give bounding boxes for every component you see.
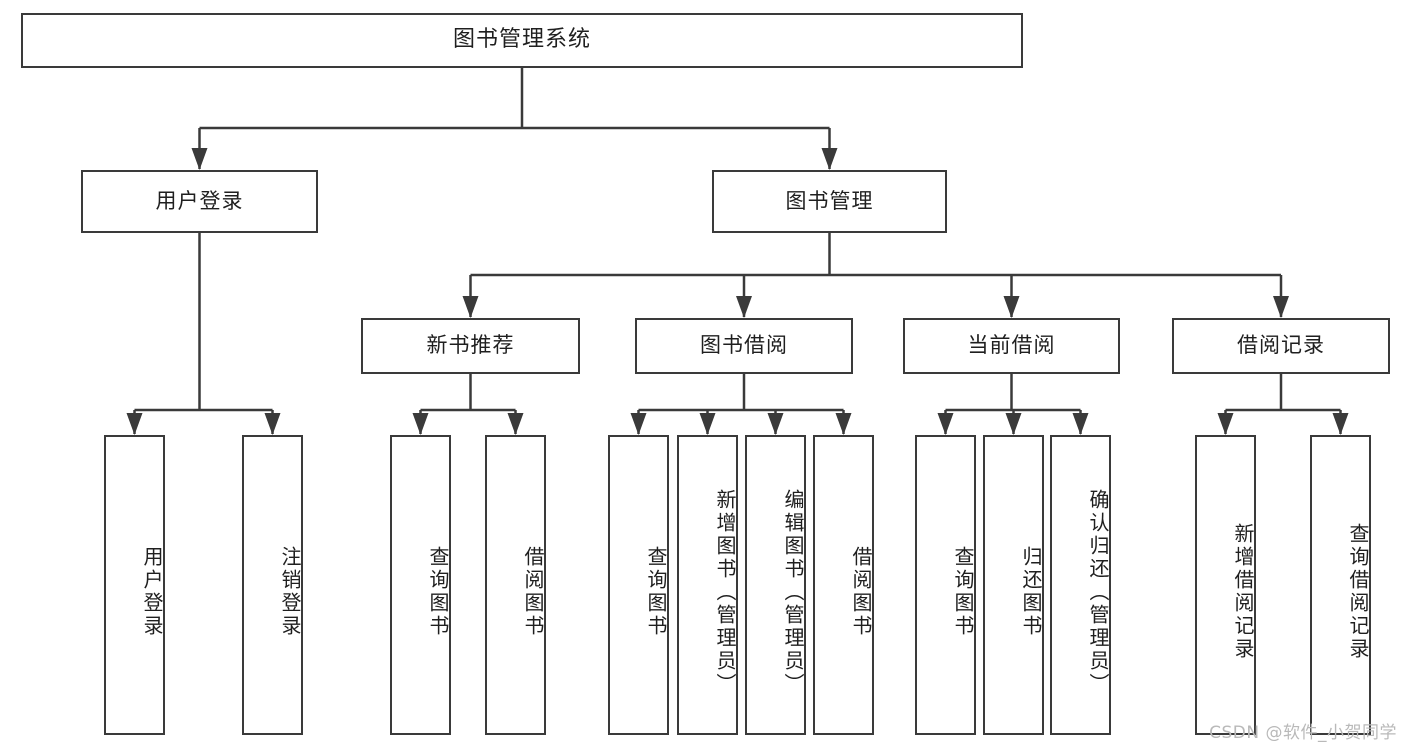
node-box[interactable]: 用户登录 [104, 435, 165, 735]
node-box[interactable]: 归还图书 [983, 435, 1044, 735]
node-box[interactable]: 借阅记录 [1172, 318, 1390, 374]
node-label: 查询借阅记录 [1346, 523, 1370, 661]
node-box[interactable]: 图书管理 [712, 170, 947, 233]
node-box[interactable]: 当前借阅 [903, 318, 1120, 374]
node-label: 查询图书 [644, 546, 668, 638]
node-box[interactable]: 新增图书（管理员） [677, 435, 738, 735]
node-box[interactable]: 用户登录 [81, 170, 318, 233]
arrowhead-icon [835, 413, 852, 435]
node-box[interactable]: 确认归还（管理员） [1050, 435, 1111, 735]
node-label: 当前借阅 [967, 333, 1056, 358]
node-box[interactable]: 查询图书 [915, 435, 976, 735]
watermark-label: CSDN @软件_小贺同学 [1209, 723, 1397, 743]
node-label: 新增图书（管理员） [713, 488, 737, 696]
node-box[interactable]: 查询借阅记录 [1310, 435, 1371, 735]
node-box[interactable]: 编辑图书（管理员） [745, 435, 806, 735]
node-label: 新书推荐 [426, 333, 515, 358]
arrowhead-icon [736, 296, 752, 318]
node-label: 编辑图书（管理员） [781, 488, 805, 696]
node-box[interactable]: 借阅图书 [813, 435, 874, 735]
arrowhead-icon [699, 413, 716, 435]
node-box[interactable]: 注销登录 [242, 435, 303, 735]
node-label: 用户登录 [140, 546, 164, 638]
node-label: 归还图书 [1019, 546, 1043, 638]
node-box[interactable]: 新增借阅记录 [1195, 435, 1256, 735]
node-label: 查询图书 [426, 546, 450, 638]
node-box[interactable]: 新书推荐 [361, 318, 580, 374]
arrowhead-icon [1217, 413, 1234, 435]
arrowhead-icon [1005, 413, 1022, 435]
arrowhead-icon [821, 148, 838, 170]
node-label: 查询图书 [951, 546, 975, 638]
node-label: 图书管理 [785, 188, 874, 213]
node-box[interactable]: 借阅图书 [485, 435, 546, 735]
node-label: 借阅图书 [849, 546, 873, 638]
node-box[interactable]: 查询图书 [608, 435, 669, 735]
arrowhead-icon [1332, 413, 1349, 435]
node-label: 用户登录 [155, 188, 244, 213]
arrowhead-icon [507, 413, 524, 435]
arrowhead-icon [767, 413, 784, 435]
arrowhead-icon [1273, 296, 1289, 318]
node-label: 确认归还（管理员） [1086, 488, 1110, 696]
arrowhead-icon [937, 413, 954, 435]
arrowhead-icon [462, 296, 479, 318]
node-label: 注销登录 [278, 546, 302, 638]
node-label: 借阅记录 [1237, 333, 1325, 358]
arrowhead-icon [191, 148, 208, 170]
node-box[interactable]: 图书借阅 [635, 318, 853, 374]
arrowhead-icon [630, 413, 647, 435]
arrowhead-icon [1003, 296, 1020, 318]
node-label: 借阅图书 [521, 546, 545, 638]
node-box[interactable]: 图书管理系统 [21, 13, 1023, 68]
arrowhead-icon [126, 413, 143, 435]
arrowhead-icon [1072, 413, 1089, 435]
node-label: 图书管理系统 [452, 27, 591, 53]
arrowhead-icon [412, 413, 429, 435]
node-box[interactable]: 查询图书 [390, 435, 451, 735]
node-label: 图书借阅 [700, 333, 788, 358]
arrowhead-icon [264, 413, 281, 435]
node-label: 新增借阅记录 [1231, 523, 1255, 661]
